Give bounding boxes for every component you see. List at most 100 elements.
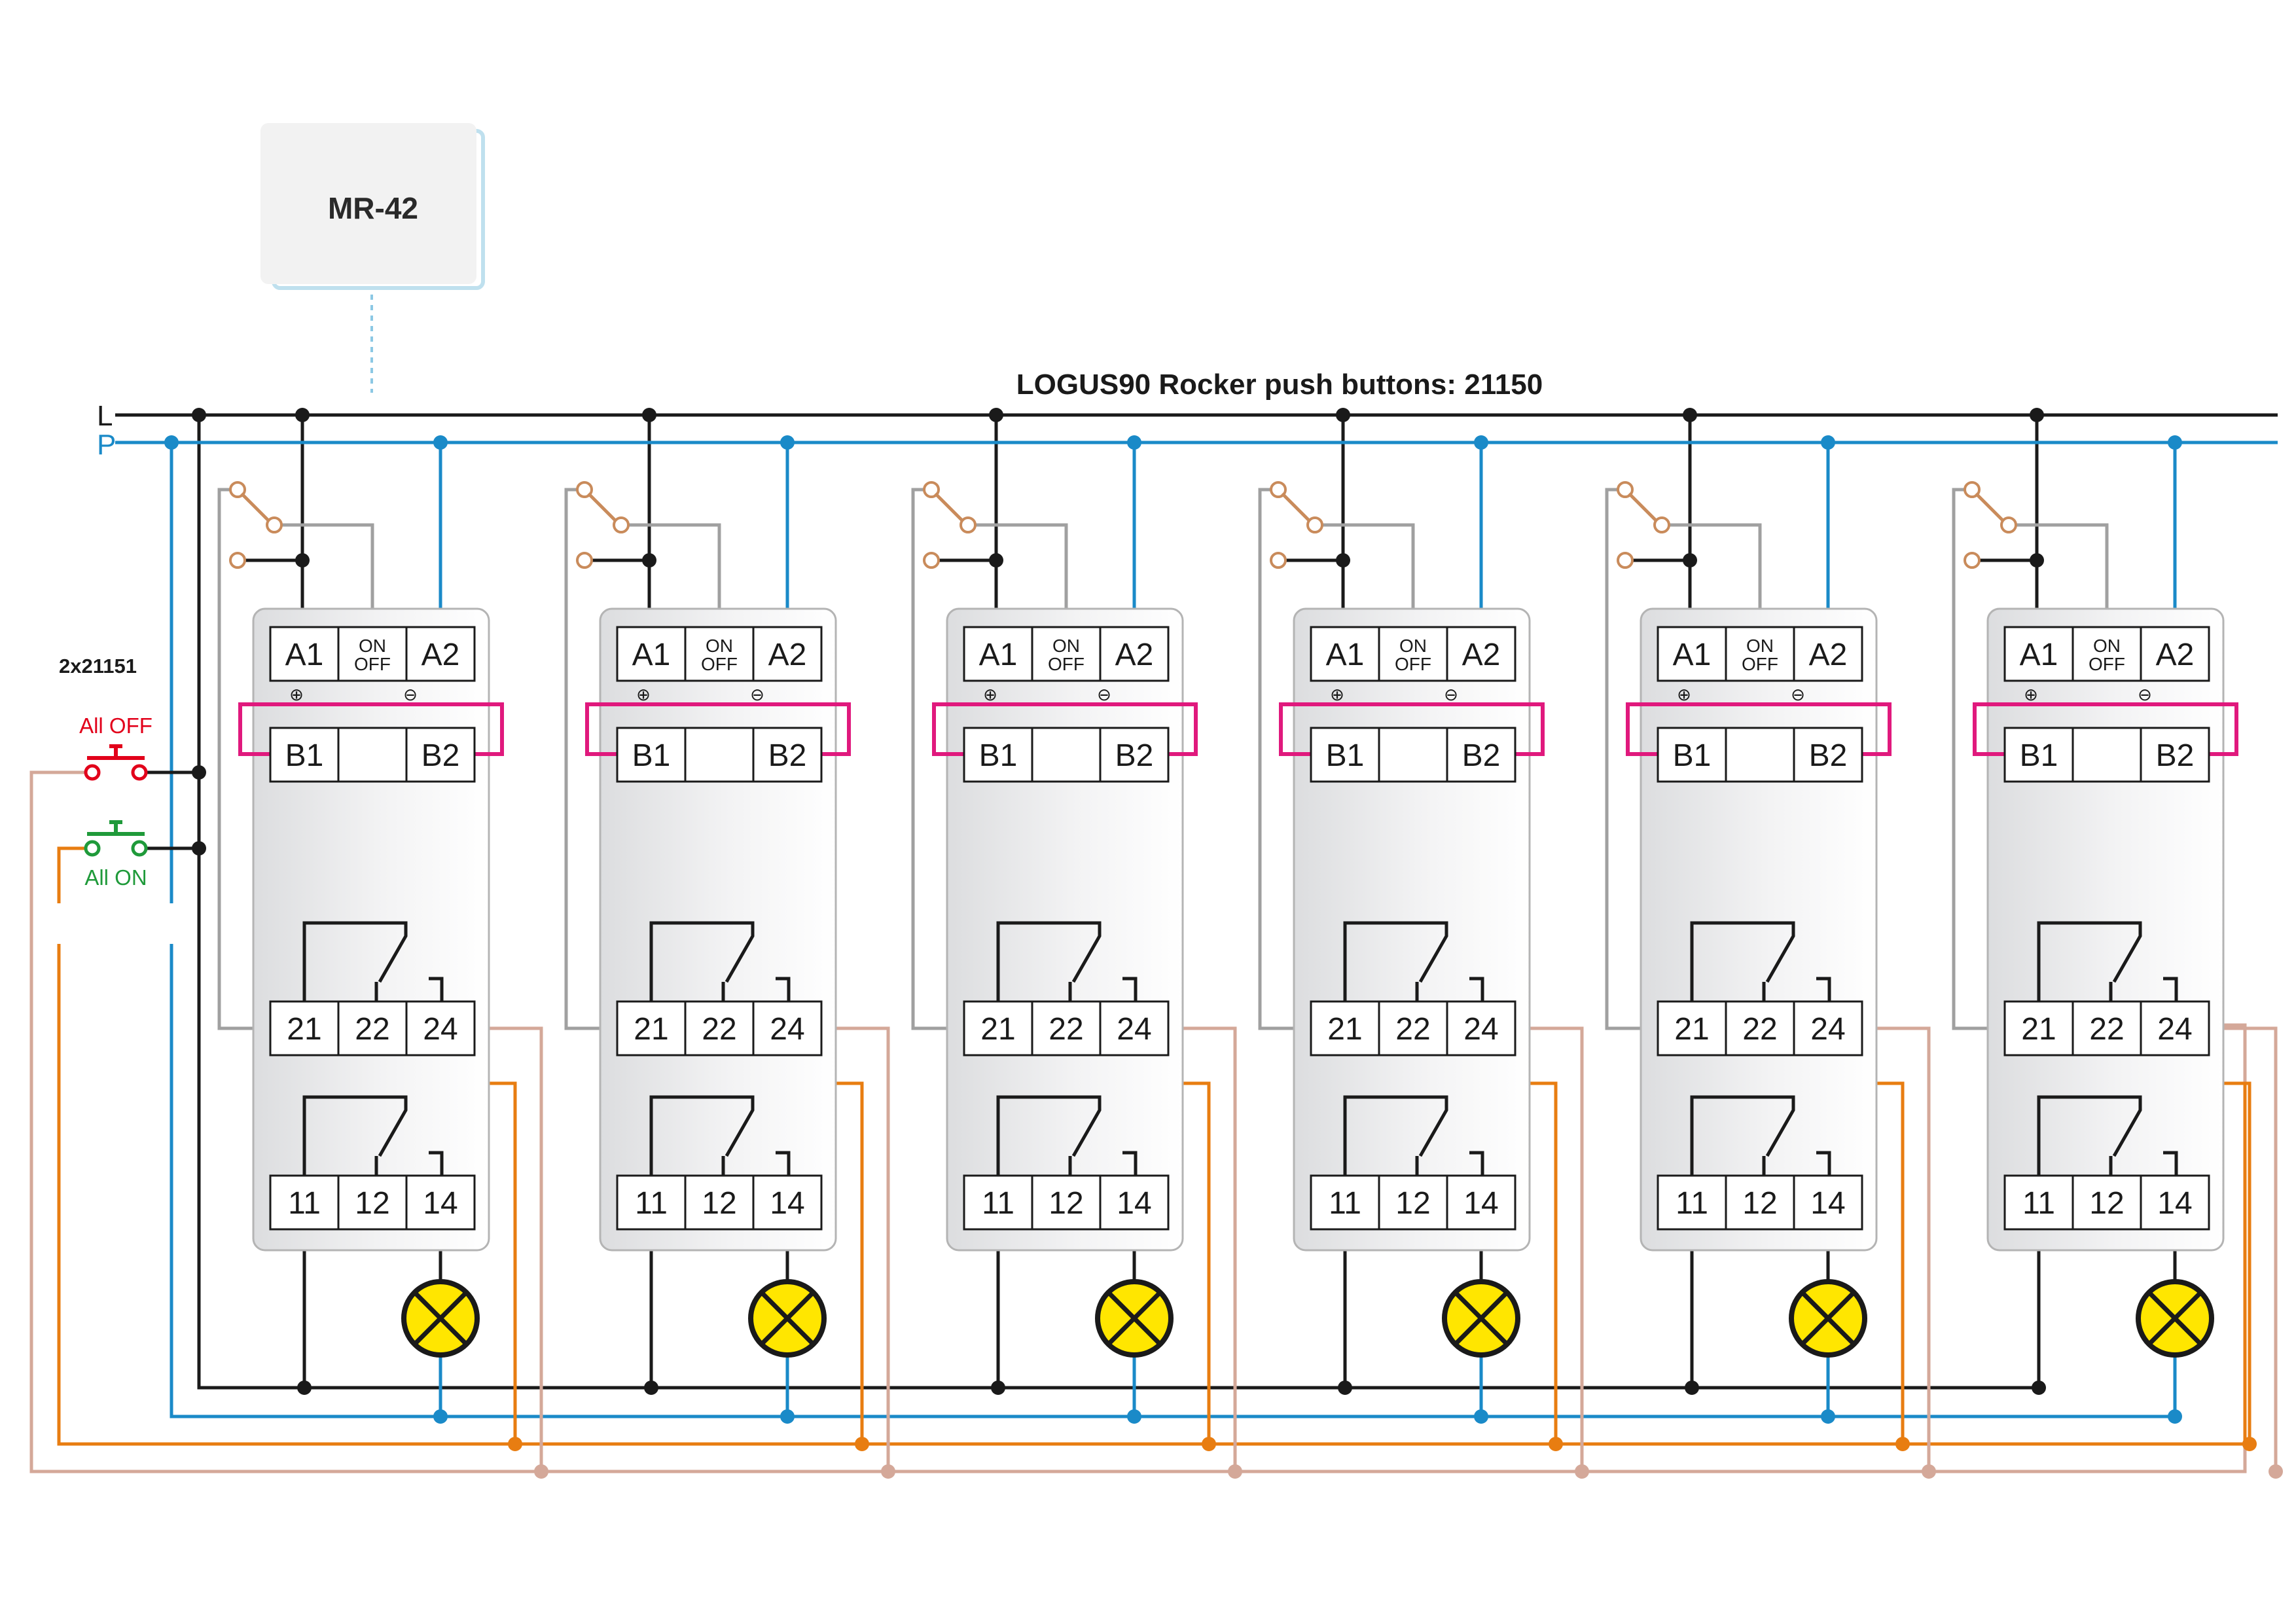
rocker-to-onoff (1670, 523, 1762, 627)
rocker-terminal (266, 516, 283, 533)
contact-24-to-tan (1515, 1026, 1584, 1471)
terminal-row-b-frame (1310, 727, 1516, 783)
terminal-label-24: 24 (2157, 1012, 2192, 1047)
rocker-terminal (613, 516, 630, 533)
rocker-terminal (1270, 552, 1287, 569)
terminal-label-a2: A2 (1115, 638, 1154, 672)
lamp-icon (401, 1279, 480, 1358)
contact-24-to-tan (475, 1026, 543, 1471)
terminal-label-off: OFF (2089, 654, 2125, 674)
button-terminal (131, 840, 148, 857)
terminal-label-b1: B1 (632, 738, 671, 773)
contact-no-pin (1122, 977, 1138, 1008)
terminal-label-12: 12 (1395, 1186, 1430, 1221)
terminal-label-off: OFF (1048, 654, 1085, 674)
plus-mark: ⊕ (1677, 685, 1691, 704)
junction-dot (1549, 1437, 1563, 1451)
contact-24-to-tan (1862, 1026, 1931, 1471)
terminal-row-b-frame (269, 727, 476, 783)
terminal-label-b1: B1 (2020, 738, 2058, 773)
terminal-label-a1: A1 (632, 638, 671, 672)
junction-dot (780, 1409, 795, 1424)
neutral-feeder-lower (170, 944, 2178, 1418)
all-off-label: All OFF (79, 713, 152, 738)
junction-dot (1683, 408, 1697, 422)
terminal-label-12: 12 (355, 1186, 389, 1221)
rocker-to-onoff (1323, 523, 1415, 627)
junction-dot (1821, 1409, 1835, 1424)
terminal-label-b2: B2 (1462, 738, 1501, 773)
rocker-to-contact-21 (217, 488, 270, 1030)
rocker-terminal (2000, 516, 2017, 533)
terminal-label-a1: A1 (1326, 638, 1365, 672)
terminal-label-21: 21 (1674, 1012, 1709, 1047)
terminal-label-on: ON (359, 636, 386, 656)
rocker-lever (1281, 492, 1311, 522)
terminal-label-11: 11 (1676, 1186, 1708, 1221)
terminal-label-22: 22 (355, 1012, 389, 1047)
terminal-label-24: 24 (1117, 1012, 1151, 1047)
junction-dot (1336, 408, 1350, 422)
all-off-return-wire (29, 770, 2247, 1473)
plus-mark: ⊕ (636, 685, 651, 704)
contact-no-pin (1122, 1151, 1138, 1182)
rocker-terminal (576, 552, 593, 569)
terminal-label-on: ON (1052, 636, 1080, 656)
rocker-terminal (1964, 481, 1981, 498)
junction-dot (1895, 1437, 1910, 1451)
terminal-label-24: 24 (423, 1012, 457, 1047)
push-buttons (84, 744, 148, 857)
rocker-to-contact-21 (911, 488, 964, 1030)
junction-dot (780, 435, 795, 450)
contact-no-pin (1469, 1151, 1484, 1182)
terminal-row-a-frame (963, 626, 1170, 682)
rocker-to-contact-21 (1605, 488, 1658, 1030)
terminal-label-a2: A2 (768, 638, 807, 672)
controller-body (260, 123, 476, 284)
junction-dot (192, 841, 206, 856)
minus-mark: ⊖ (2138, 685, 2152, 704)
minus-mark: ⊖ (1791, 685, 1805, 704)
bus-layer (115, 408, 2283, 1479)
junction-dot (164, 435, 179, 450)
terminal-label-on: ON (706, 636, 733, 656)
terminal-row-b-frame (1657, 727, 1863, 783)
terminal-label-a1: A1 (979, 638, 1018, 672)
terminal-label-21: 21 (980, 1012, 1015, 1047)
terminal-label-a2: A2 (2156, 638, 2195, 672)
junction-dot (433, 1409, 448, 1424)
junction-dot (508, 1437, 522, 1451)
terminal-label-22: 22 (1742, 1012, 1777, 1047)
junction-dot (991, 1380, 1005, 1395)
all-on-label: All ON (84, 865, 147, 890)
contact-row-2-frame (2003, 1000, 2210, 1056)
contact-24-to-tan (821, 1026, 890, 1471)
lamp-cross (1454, 1291, 1508, 1345)
junction-dot (989, 408, 1003, 422)
terminal-label-off: OFF (354, 654, 391, 674)
terminal-row-a-frame (1657, 626, 1863, 682)
junction-dot (433, 435, 448, 450)
contact-row-2-frame (269, 1000, 476, 1056)
junction-dot (642, 553, 656, 568)
terminal-label-14: 14 (423, 1186, 457, 1221)
lamp-cross (414, 1291, 467, 1345)
terminal-row-b-frame (2003, 727, 2210, 783)
lamp-cross (2148, 1291, 2202, 1345)
junction-dot (2269, 1464, 2283, 1479)
button-terminal (84, 764, 101, 781)
rocker-lever (587, 492, 617, 522)
rocker-to-onoff (976, 523, 1068, 627)
terminal-label-22: 22 (1049, 1012, 1083, 1047)
contact-row-1-frame (1657, 1174, 1863, 1231)
contact-row-1-frame (1310, 1174, 1516, 1231)
junction-dot (855, 1437, 869, 1451)
contact-24-to-tan (1168, 1026, 1237, 1471)
minus-mark: ⊖ (403, 685, 418, 704)
junction-dot (2242, 1437, 2257, 1451)
button-group-label: 2x21151 (59, 655, 137, 677)
rocker-terminal (923, 481, 940, 498)
contact-lever (302, 1095, 408, 1182)
contact-row-2-frame (1310, 1000, 1516, 1056)
